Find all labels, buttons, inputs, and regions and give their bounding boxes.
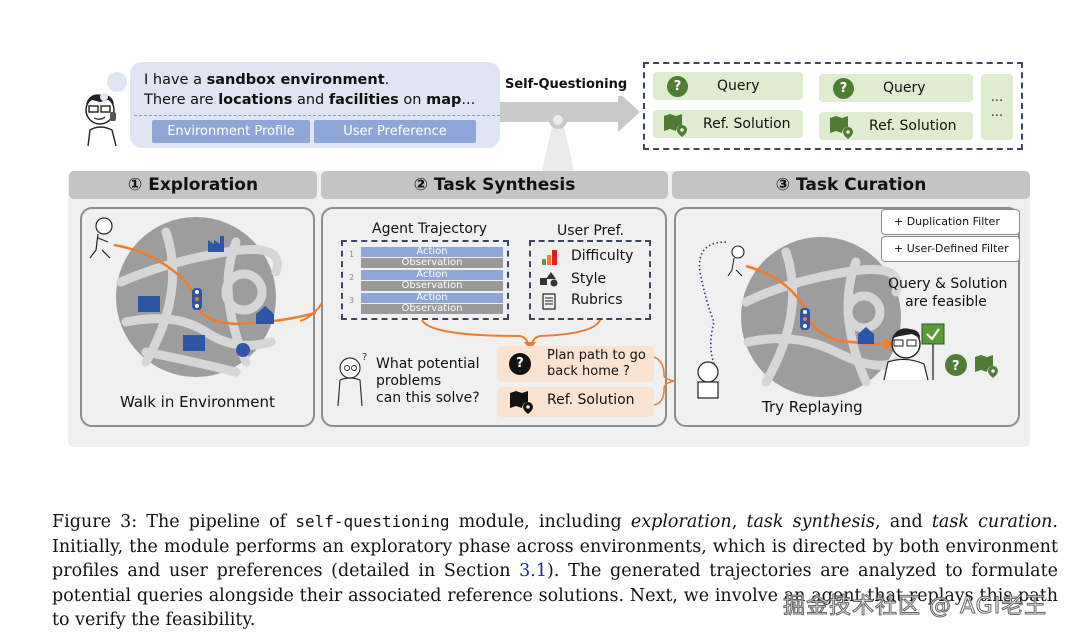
self-questioning-arrow — [500, 92, 642, 182]
question-icon — [945, 354, 967, 376]
query-label: Query — [717, 78, 760, 94]
more-tasks: ... ... — [981, 74, 1013, 140]
caption-code: self-questioning — [295, 512, 450, 531]
ellipsis: ... — [990, 90, 1004, 105]
factory-icon — [208, 236, 224, 252]
caption-text: , and — [875, 512, 932, 532]
action-bar: Action — [361, 270, 503, 280]
solution-cell: Ref. Solution — [653, 110, 803, 138]
pref-style: Style — [571, 271, 607, 287]
section-reference-link[interactable]: 3.1 — [519, 561, 548, 581]
synthesized-solution-label: Ref. Solution — [547, 392, 635, 408]
synthesized-solution-cell: Ref. Solution — [497, 387, 654, 417]
walk-in-environment-label: Walk in Environment — [120, 393, 275, 411]
pref-rubrics: Rubrics — [571, 292, 623, 308]
figure-caption: Figure 3: The pipeline of self-questioni… — [52, 510, 1058, 633]
action-bar: Action — [361, 293, 503, 303]
observation-bar: Observation — [361, 304, 503, 314]
feasible-line: are feasible — [905, 294, 987, 310]
caption-text: , — [731, 512, 747, 532]
svg-text:?: ? — [362, 352, 367, 363]
solution-label: Ref. Solution — [869, 118, 957, 134]
caption-text: module, including — [449, 512, 631, 532]
user-pref-box: Difficulty Style Rubrics — [529, 240, 651, 320]
exploration-map — [86, 212, 319, 386]
duplication-filter: + Duplication Filter — [881, 209, 1020, 235]
solution-label: Ref. Solution — [703, 116, 791, 132]
generated-tasks-box: ? Query Ref. Solution ? Query Ref. Solut… — [643, 62, 1023, 150]
caption-italic: task synthesis — [746, 512, 876, 532]
feasible-line: Query & Solution — [888, 276, 1008, 292]
stage-task-synthesis-header: ② Task Synthesis — [321, 171, 668, 199]
caption-text: . Initially, the module performs an expl… — [52, 512, 1058, 581]
question-icon: ? — [667, 76, 688, 97]
agent-trajectory-box: 1 Action Observation 2 Action Observatio… — [341, 240, 509, 320]
synthesized-query-text: Plan path to go back home ? — [547, 348, 646, 380]
agent-trajectory-title: Agent Trajectory — [372, 221, 488, 237]
style-shapes-icon — [540, 272, 558, 287]
bubble-line-2: There are locations and facilities on ma… — [144, 92, 476, 108]
user-defined-filter: + User-Defined Filter — [881, 236, 1020, 262]
query-cell: ? Query — [653, 72, 803, 100]
difficulty-bars-icon — [542, 250, 557, 265]
thought-dot-small — [100, 93, 108, 101]
map-pin-icon — [664, 114, 687, 137]
query-cell: ? Query — [819, 74, 973, 102]
step-number: 2 — [349, 273, 355, 282]
query-line: Plan path to go — [547, 348, 646, 363]
map-pin-icon — [510, 391, 533, 414]
rubrics-list-icon — [542, 293, 556, 310]
caption-italic: task curation — [931, 512, 1053, 532]
hospital-icon — [138, 296, 160, 312]
check-sign-icon — [921, 323, 945, 345]
thinking-question: What potential problems can this solve? — [376, 356, 480, 407]
step-number: 1 — [349, 250, 355, 259]
self-questioning-label: Self-Questioning — [505, 77, 628, 92]
user-preference-tag: User Preference — [314, 120, 476, 143]
thinking-line: can this solve? — [376, 390, 480, 406]
stage-exploration-header: ① Exploration — [69, 171, 317, 199]
dotted-path — [698, 241, 727, 373]
approving-person-illustration: ? — [883, 323, 998, 381]
map-pin-icon — [975, 355, 998, 378]
map-pin-icon — [830, 116, 853, 139]
query-line: back home ? — [547, 364, 630, 379]
action-bar: Action — [361, 247, 503, 257]
robot-walker-icon — [89, 217, 113, 259]
home-icon — [858, 327, 874, 344]
caption-text: ). The generated trajectories are analyz… — [52, 561, 1058, 630]
thinking-robot-icon: ? — [337, 352, 367, 407]
caption-text: Figure 3: The pipeline of — [52, 512, 296, 532]
step-number: 3 — [349, 296, 355, 305]
observation-bar: Observation — [361, 281, 503, 291]
bubble-line-1: I have a sandbox environment. — [144, 72, 390, 88]
question-icon: ? — [509, 353, 531, 375]
query-label: Query — [883, 80, 926, 96]
thought-dot-large — [107, 72, 127, 92]
thinking-line: What potential — [376, 356, 480, 372]
replay-map — [686, 232, 946, 406]
thought-bubble: I have a sandbox environment. There are … — [130, 62, 500, 148]
home-icon — [256, 306, 274, 324]
stage-task-curation-header: ③ Task Curation — [672, 171, 1030, 199]
synthesized-query-cell: ? Plan path to go back home ? — [497, 346, 654, 382]
pref-difficulty: Difficulty — [571, 248, 634, 264]
environment-profile-tag: Environment Profile — [152, 120, 310, 143]
question-icon: ? — [833, 78, 854, 99]
ellipsis: ... — [990, 105, 1004, 120]
try-replaying-label: Try Replaying — [762, 398, 863, 416]
apple-icon — [236, 343, 250, 357]
feasible-statement: Query & Solution are feasible — [888, 275, 1008, 311]
thinking-line: problems — [376, 373, 442, 389]
observation-bar: Observation — [361, 258, 503, 268]
user-pref-title: User Pref. — [557, 223, 624, 239]
solution-cell: Ref. Solution — [819, 112, 973, 140]
caption-italic: exploration — [630, 512, 732, 532]
robot-reading-map-icon — [697, 361, 719, 399]
bubble-divider — [134, 115, 500, 116]
school-icon — [183, 335, 205, 351]
watermark: 掘金技术社区 @ AGI老王 — [782, 594, 1048, 620]
svg-text:?: ? — [952, 359, 960, 374]
robot-walker-icon — [727, 245, 745, 277]
